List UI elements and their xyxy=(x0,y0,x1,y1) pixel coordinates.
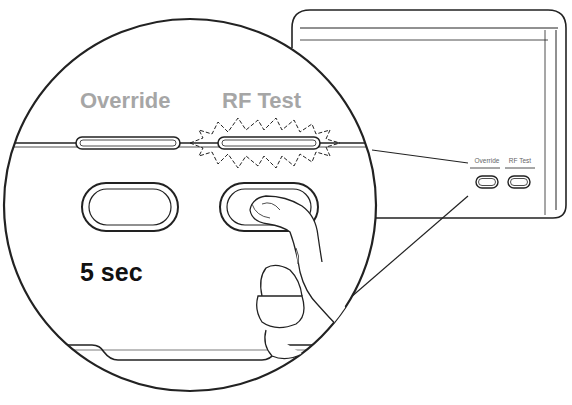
button-label: RF Test xyxy=(509,158,531,165)
button-label: RF Test xyxy=(222,90,301,112)
duration-label: 5 sec xyxy=(80,260,143,285)
button-label: Override xyxy=(475,158,500,165)
zoomed-panel xyxy=(0,118,380,360)
button-label: Override xyxy=(80,90,171,112)
magnifier-circle xyxy=(4,19,376,391)
